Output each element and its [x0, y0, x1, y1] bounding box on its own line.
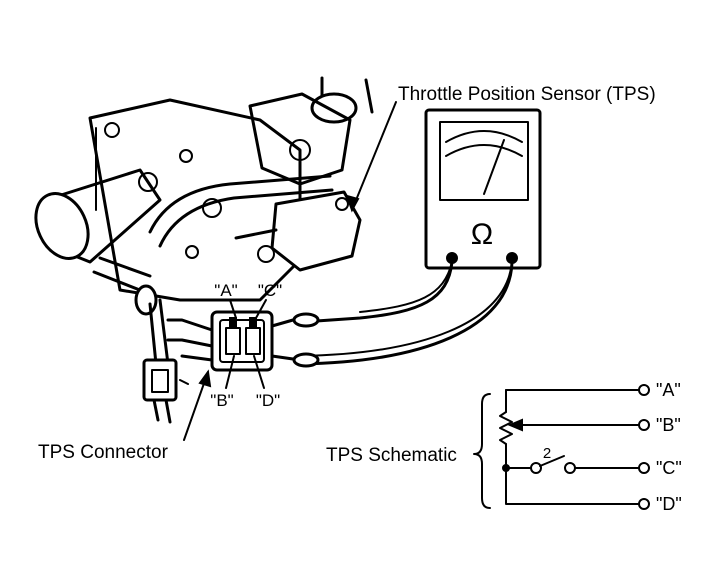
tps-title-label: Throttle Position Sensor (TPS) — [398, 84, 656, 105]
schematic-terminal-b: "B" — [656, 415, 681, 435]
meter-test-leads — [270, 260, 514, 368]
switch-label: 2 — [543, 445, 551, 462]
tps-schematic-drawing — [473, 384, 650, 510]
pin-label-a: "A" — [214, 281, 237, 300]
pin-label-d: "D" — [256, 391, 280, 410]
tps-connector-illustration — [142, 298, 274, 424]
schematic-terminal-a: "A" — [656, 380, 681, 400]
tps-leader-line — [351, 101, 397, 211]
tps-schematic-label: TPS Schematic — [326, 445, 457, 466]
tps-connector-label: TPS Connector — [38, 442, 169, 463]
schematic-terminal-d: "D" — [656, 494, 682, 514]
schematic-terminal-c: "C" — [656, 458, 682, 478]
connector-pin-labels: "A" "C" "B" "D" — [210, 281, 282, 410]
pin-label-c: "C" — [258, 281, 282, 300]
pin-leader-lines — [225, 299, 267, 389]
throttle-body-illustration — [34, 76, 374, 316]
ohmmeter-icon — [424, 108, 542, 270]
ohm-symbol: Ω — [471, 218, 493, 251]
pin-label-b: "B" — [210, 391, 233, 410]
